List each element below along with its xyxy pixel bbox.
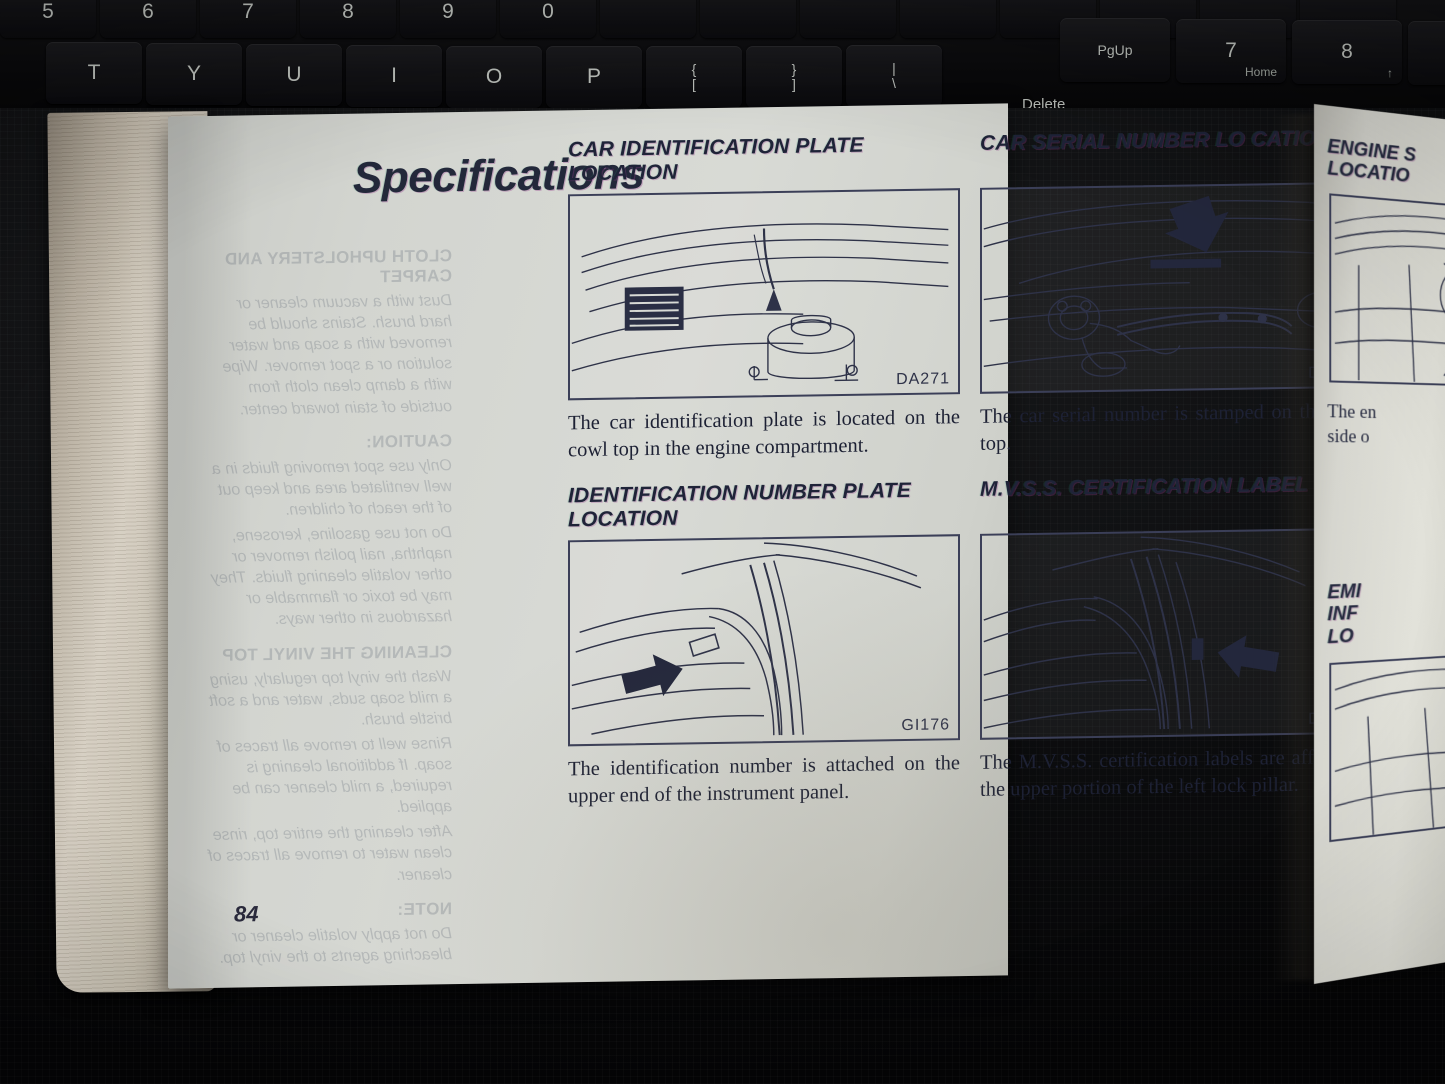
figure-code: DA271 [896,370,950,389]
key-backslash[interactable]: | \ [846,45,942,107]
showthrough-heading: CLEANING THE VINYL TOP [221,641,452,665]
figure-mvss-certification-label: M.V.S.S. CERTIFICATION LABEL [980,472,1372,803]
figure-image-frame: DA271 [568,188,960,401]
keyboard-letter-row: T Y U I O P { [ } ] | \ [0,42,1445,108]
pointer-arrow [1165,195,1229,253]
showthrough-paragraph: Rinse well to remove all traces of soap.… [217,734,452,817]
mvss-label-block [1191,638,1204,660]
left-page: CLOTH UPHOLSTERY AND CARPET Dust with a … [168,103,1372,989]
key-t[interactable]: T [46,42,142,104]
showthrough-paragraph: Do not apply volatile cleaner or bleachi… [218,924,452,967]
key-8[interactable]: 8 [300,0,396,38]
page-number: 84 [234,901,259,927]
key-7[interactable]: 7 [200,0,296,38]
key-0[interactable]: 0 [500,0,596,38]
figure-image-frame: GI176 [568,534,960,747]
figure-identification-number-plate: IDENTIFICATION NUMBER PLATE LOCATION [568,478,960,809]
key-numpad-7-home[interactable]: 7 Home [1176,19,1286,83]
illustration-door-pillar-left [571,542,922,736]
showthrough-paragraph: Only use spot removing fluids in a well … [211,456,452,519]
open-book: CLOTH UPHOLSTERY AND CARPET Dust with a … [38,103,1445,1004]
figure-heading: IDENTIFICATION NUMBER PLATE LOCATION [568,478,911,531]
right-page-figure-frame-2 [1329,653,1445,843]
showthrough-text-column: CLOTH UPHOLSTERY AND CARPET Dust with a … [202,232,452,966]
right-page: ENGINE S LOCATIO [1314,104,1445,984]
key-equals[interactable] [700,0,796,38]
right-page-heading-engine: ENGINE S LOCATIO [1327,135,1416,188]
figure-heading: CAR IDENTIFICATION PLATE LOCATION [568,133,864,185]
pointer-arrow [1217,635,1280,678]
right-page-figure-frame-1 [1329,193,1445,387]
key-5[interactable]: 5 [0,0,96,38]
figure-car-serial-number: CAR SERIAL NUMBER LO CATION [980,126,1372,457]
key-numlock[interactable] [900,0,996,38]
pointer-arrow [621,654,683,697]
showthrough-paragraph: After cleaning the entire top, rinse cle… [208,823,452,884]
showthrough-heading: CLOTH UPHOLSTERY AND CARPET [224,246,452,287]
key-i[interactable]: I [346,45,442,107]
key-left-bracket[interactable]: { [ [646,46,742,108]
key-backspace[interactable] [800,0,896,38]
key-u[interactable]: U [246,44,342,106]
laptop-keyboard: 5 6 7 8 9 0 T Y U I O P { [0,0,1445,284]
serial-number-stamp [1150,258,1222,269]
key-p[interactable]: P [546,46,642,108]
figure-image-frame: DA273 [980,527,1372,740]
key-minus[interactable] [600,0,696,38]
figure-caption: The car identification plate is located … [568,406,960,461]
figure-code: GI176 [901,716,950,735]
illustration-engine-bay-serial [983,195,1369,377]
key-right-bracket[interactable]: } ] [746,46,842,108]
illustration-lock-pillar-label [983,536,1306,730]
key-numpad-9[interactable]: 9 [1408,21,1445,85]
illustration-cowl-top-plate [571,223,949,382]
key-6[interactable]: 6 [100,0,196,38]
figure-image-frame: DA272 [980,181,1372,394]
key-sub-arrow-up: ↑ [1387,66,1393,80]
figure-grid: CAR IDENTIFICATION PLATE LOCATION [568,125,1394,938]
right-page-heading-emission: EMI INF LO [1327,580,1361,649]
key-pgup[interactable]: PgUp [1060,18,1170,82]
key-o[interactable]: O [446,46,542,108]
figure-caption: The identification number is attached on… [568,752,960,807]
identification-plate-block [624,286,684,331]
key-sub-home: Home [1244,65,1277,79]
keyboard-numpad: PgUp 7 Home 8 ↑ 9 [0,18,1445,85]
showthrough-paragraph: Dust with a vacuum cleaner or hard brush… [222,292,452,419]
figure-car-identification-plate: CAR IDENTIFICATION PLATE LOCATION [568,132,960,463]
key-y[interactable]: Y [146,43,242,105]
illustration-emission-label-partial [1331,656,1445,840]
showthrough-paragraph: Wash the vinyl top regularly, using a mi… [209,667,452,729]
key-9[interactable]: 9 [400,0,496,38]
key-numpad-8-up[interactable]: 8 ↑ [1292,20,1402,84]
right-page-body-1: The en side o [1327,401,1377,448]
showthrough-heading: CAUTION: [365,430,452,452]
illustration-engine-serial-partial [1331,195,1445,384]
showthrough-paragraph: Do not use gasoline, kerosene, naphtha, … [210,524,452,629]
